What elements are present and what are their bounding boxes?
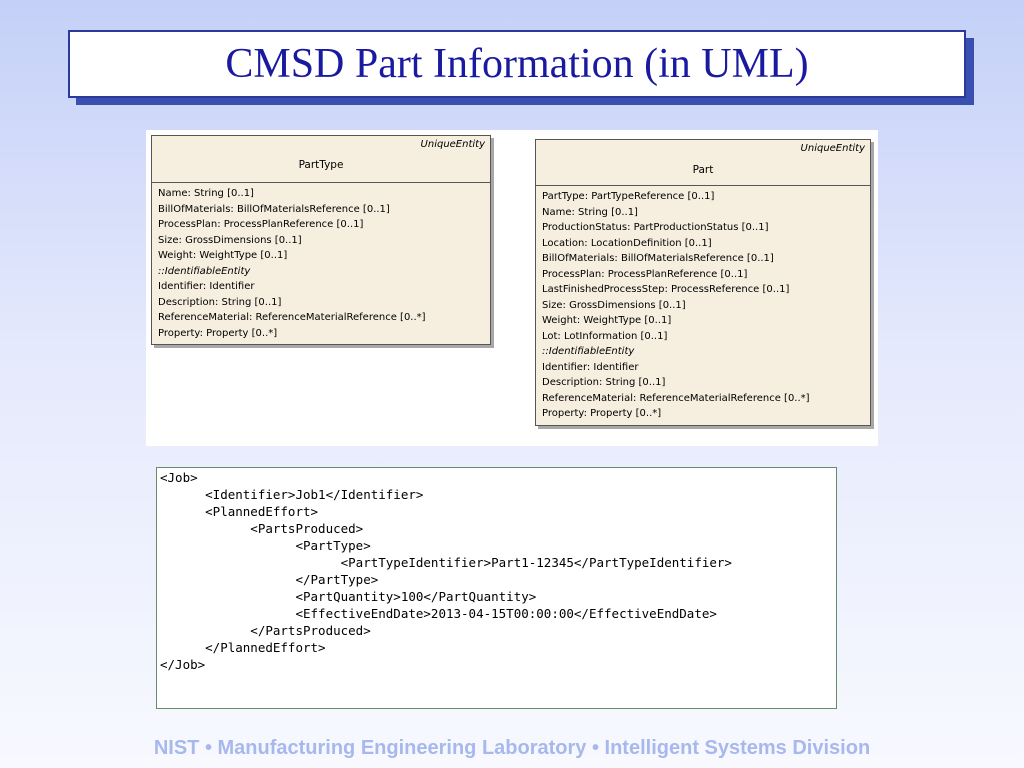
uml-attribute: Weight: WeightType [0..1] xyxy=(158,250,288,261)
xml-line: <PartType> xyxy=(160,538,371,553)
title-box: CMSD Part Information (in UML) xyxy=(68,30,966,98)
xml-line: <PartTypeIdentifier>Part1-12345</PartTyp… xyxy=(160,555,732,570)
xml-line: <PartsProduced> xyxy=(160,521,364,536)
xml-line: </Job> xyxy=(160,657,206,672)
uml-attribute: ProcessPlan: ProcessPlanReference [0..1] xyxy=(158,219,364,230)
uml-attribute: Identifier: Identifier xyxy=(542,361,639,373)
uml-attribute: BillOfMaterials: BillOfMaterialsReferenc… xyxy=(158,203,390,215)
uml-attribute: Size: GrossDimensions [0..1] xyxy=(542,299,686,311)
slide-title: CMSD Part Information (in UML) xyxy=(225,41,809,87)
uml-attribute: Lot: LotInformation [0..1] xyxy=(542,330,668,342)
footer-text: NIST • Manufacturing Engineering Laborat… xyxy=(153,737,871,759)
uml-attribute: ::IdentifiableEntity xyxy=(158,265,251,277)
uml-attribute: Identifier: Identifier xyxy=(158,281,255,292)
uml-attribute-list: Name: String [0..1] BillOfMaterials: Bill… xyxy=(152,183,490,344)
uml-attribute: ReferenceMaterial: ReferenceMaterialRefe… xyxy=(542,392,810,404)
uml-attribute: Description: String [0..1] xyxy=(158,296,282,308)
xml-line: </PartType> xyxy=(160,572,379,587)
uml-class-header: UniqueEntity Part xyxy=(536,140,870,186)
uml-class-parttype: UniqueEntity PartType Name: String [0..1… xyxy=(151,135,491,345)
uml-attribute: Location: LocationDefinition [0..1] xyxy=(542,237,712,249)
xml-line: <PartQuantity>100</PartQuantity> xyxy=(160,589,537,604)
uml-attribute: ProcessPlan: ProcessPlanReference [0..1] xyxy=(542,268,748,280)
xml-line: </PartsProduced> xyxy=(160,623,371,638)
uml-attribute: Name: String [0..1] xyxy=(158,188,254,199)
uml-attribute: Property: Property [0..*] xyxy=(158,327,278,339)
uml-stereotype: UniqueEntity xyxy=(420,139,485,150)
uml-attribute: Weight: WeightType [0..1] xyxy=(542,315,672,326)
xml-line: <Job> xyxy=(160,470,198,485)
uml-attribute: ::IdentifiableEntity xyxy=(542,346,635,357)
uml-attribute: Size: GrossDimensions [0..1] xyxy=(158,234,302,246)
uml-class-name: PartType xyxy=(298,159,344,171)
uml-attribute: Name: String [0..1] xyxy=(542,206,638,218)
uml-attribute: Property: Property [0..*] xyxy=(542,408,662,419)
xml-line: <Identifier>Job1</Identifier> xyxy=(160,487,424,502)
uml-class-part: UniqueEntity Part PartType: PartTypeRefe… xyxy=(535,139,871,426)
uml-attribute: BillOfMaterials: BillOfMaterialsReferenc… xyxy=(542,253,774,264)
uml-class-header: UniqueEntity PartType xyxy=(152,136,490,183)
uml-attribute: ProductionStatus: PartProductionStatus [… xyxy=(542,222,769,233)
uml-attribute: LastFinishedProcessStep: ProcessReferenc… xyxy=(542,284,790,295)
uml-attribute-list: PartType: PartTypeReference [0..1] Name: … xyxy=(536,186,870,425)
uml-stereotype: UniqueEntity xyxy=(800,143,865,154)
uml-attribute: PartType: PartTypeReference [0..1] xyxy=(542,191,715,202)
xml-line: <PlannedEffort> xyxy=(160,504,319,519)
xml-line: <EffectiveEndDate>2013-04-15T00:00:00</E… xyxy=(160,606,717,621)
uml-diagram-panel: UniqueEntity PartType Name: String [0..1… xyxy=(146,130,878,446)
uml-attribute: ReferenceMaterial: ReferenceMaterialRefe… xyxy=(158,312,426,323)
xml-line: </PlannedEffort> xyxy=(160,640,326,655)
xml-example-box: <Job> <Identifier>Job1</Identifier> <Pla… xyxy=(156,467,837,709)
uml-attribute: Description: String [0..1] xyxy=(542,377,666,388)
uml-class-name: Part xyxy=(692,164,714,176)
